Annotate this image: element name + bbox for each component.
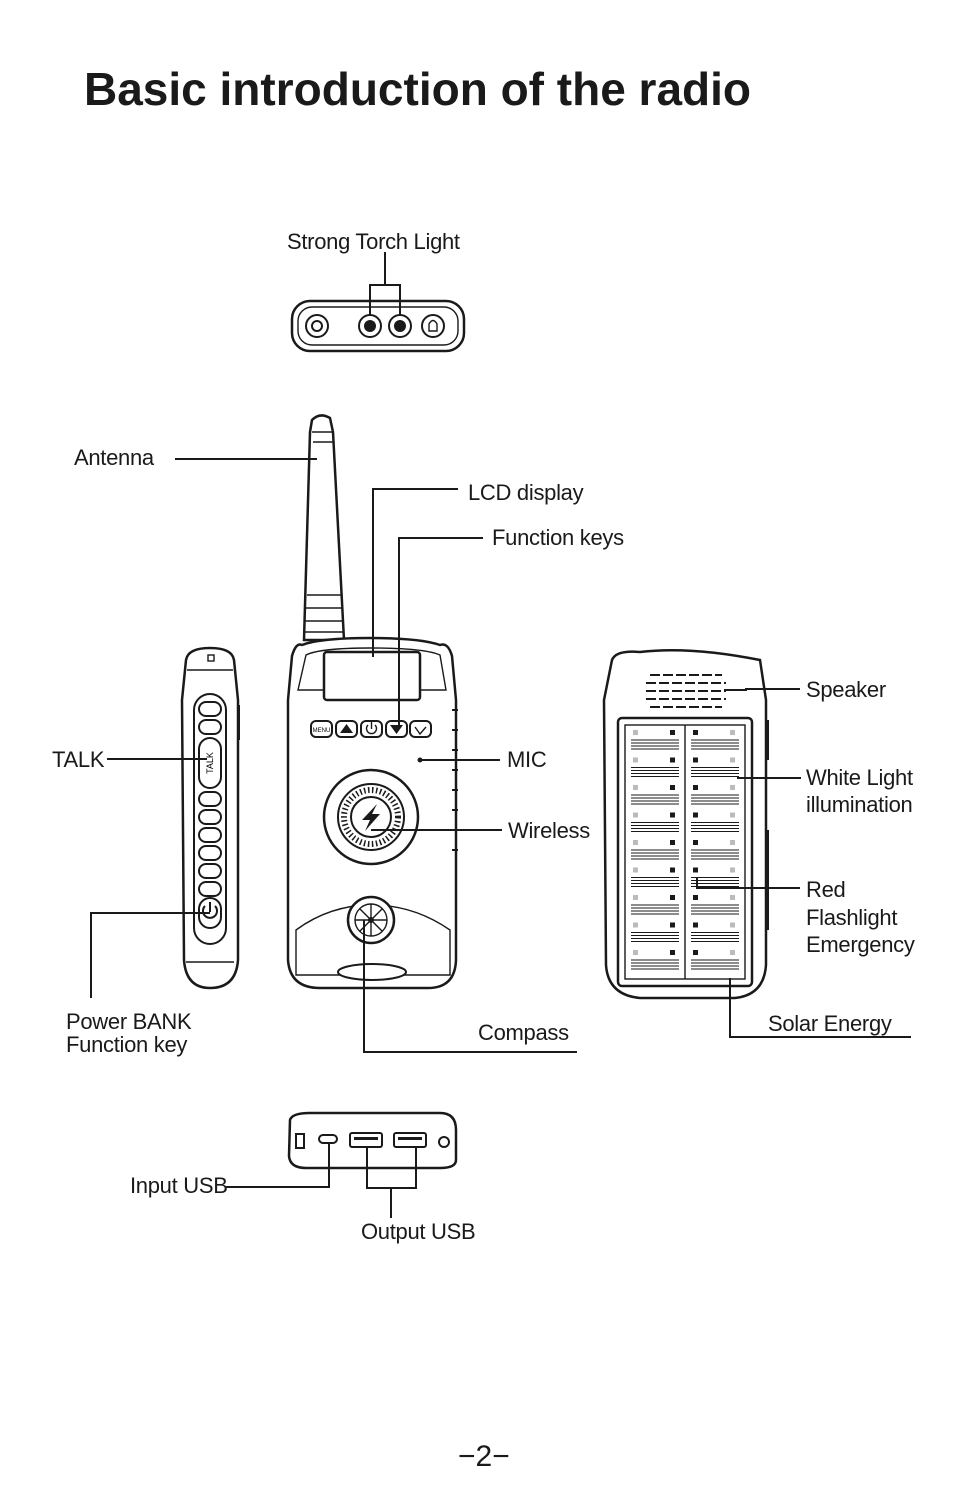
solar-cell-led xyxy=(633,785,638,790)
label-white-light-1: White Light xyxy=(806,765,913,790)
label-function-keys: Function keys xyxy=(492,525,624,550)
solar-cells xyxy=(631,730,739,970)
side-view: TALK xyxy=(180,646,240,990)
lcd-screen xyxy=(322,650,422,702)
solar-cell-led xyxy=(633,812,638,818)
top-view xyxy=(290,252,466,353)
up-arrow-icon xyxy=(335,720,358,738)
menu-key-text: MENU xyxy=(313,728,331,734)
solar-panel xyxy=(616,716,754,988)
wireless-pad xyxy=(322,768,420,866)
compass-rose-icon xyxy=(346,895,396,945)
solar-cell-led xyxy=(693,895,698,900)
output-usb-port-1 xyxy=(349,1132,383,1148)
solar-cell-led xyxy=(633,867,638,873)
label-red-2: Flashlight xyxy=(806,905,898,930)
solar-cell-led xyxy=(693,867,698,873)
talk-key-text: TALK xyxy=(205,752,215,774)
solar-cell-led xyxy=(730,757,735,763)
solar-cell-led xyxy=(730,785,735,790)
input-usb-port xyxy=(318,1134,338,1144)
label-input-usb: Input USB xyxy=(130,1173,228,1198)
solar-cell-led xyxy=(693,922,698,928)
label-torch: Strong Torch Light xyxy=(287,229,460,254)
power-icon xyxy=(360,720,383,738)
talk-key: TALK xyxy=(198,737,222,789)
solar-cell-led xyxy=(730,812,735,818)
mode-key xyxy=(409,720,432,738)
label-solar: Solar Energy xyxy=(768,1011,892,1036)
solar-cell-led xyxy=(693,730,698,735)
label-speaker: Speaker xyxy=(806,677,886,702)
label-red-3: Emergency xyxy=(806,932,915,957)
solar-cell-led xyxy=(730,895,735,900)
solar-cell-led xyxy=(693,840,698,845)
solar-cell-led xyxy=(730,867,735,873)
bottom-view xyxy=(287,1111,458,1170)
solar-cell-led xyxy=(670,785,675,790)
label-wireless: Wireless xyxy=(508,818,590,843)
label-white-light-2: illumination xyxy=(806,792,913,817)
output-usb-port-2 xyxy=(393,1132,427,1148)
antenna xyxy=(302,414,346,642)
solar-cell-led xyxy=(633,922,638,928)
label-mic: MIC xyxy=(507,747,547,772)
solar-cell-led xyxy=(670,730,675,735)
function-keys: MENU xyxy=(310,720,432,738)
label-talk: TALK xyxy=(52,747,105,772)
label-lcd: LCD display xyxy=(468,480,584,505)
solar-cell-led xyxy=(633,895,638,900)
bottom-slot xyxy=(337,963,407,981)
solar-cell-led xyxy=(633,840,638,845)
solar-cell-led xyxy=(670,812,675,818)
solar-cell-led xyxy=(633,757,638,763)
label-output-usb: Output USB xyxy=(361,1219,476,1244)
solar-cell-led xyxy=(670,757,675,763)
solar-cell-led xyxy=(670,895,675,900)
solar-cell-led xyxy=(693,757,698,763)
solar-cell-led xyxy=(730,730,735,735)
label-red-1: Red xyxy=(806,877,846,902)
solar-cell-led xyxy=(693,785,698,790)
torch-led-1 xyxy=(358,314,382,338)
solar-cell-led xyxy=(670,922,675,928)
label-compass: Compass xyxy=(478,1020,569,1045)
label-power-bank-1: Power BANK xyxy=(66,1009,192,1034)
lightning-icon xyxy=(362,804,380,831)
back-view xyxy=(602,648,769,1000)
torch-led-left xyxy=(305,314,329,338)
mic-hole xyxy=(417,757,423,763)
solar-cell-led xyxy=(730,950,735,955)
page-title: Basic introduction of the radio xyxy=(84,63,752,115)
solar-cell-led xyxy=(633,950,638,955)
speaker-grille xyxy=(646,674,726,708)
label-antenna: Antenna xyxy=(74,445,154,470)
page-number: −2− xyxy=(458,1440,510,1473)
solar-cell-led xyxy=(670,840,675,845)
solar-cell-led xyxy=(730,840,735,845)
front-view: MENU xyxy=(286,636,458,990)
torch-led-2 xyxy=(388,314,412,338)
solar-cell-led xyxy=(693,812,698,818)
solar-cell-led xyxy=(633,730,638,735)
solar-cell-led xyxy=(730,922,735,928)
menu-key xyxy=(310,720,333,738)
solar-cell-led xyxy=(670,950,675,955)
solar-cell-led xyxy=(670,867,675,873)
down-arrow-icon xyxy=(385,720,408,738)
side-buttons xyxy=(198,701,222,897)
leader-lines xyxy=(90,458,911,1218)
flashlight-icon xyxy=(421,314,445,338)
solar-cell-led xyxy=(693,950,698,955)
label-power-bank-2: Function key xyxy=(66,1032,188,1057)
